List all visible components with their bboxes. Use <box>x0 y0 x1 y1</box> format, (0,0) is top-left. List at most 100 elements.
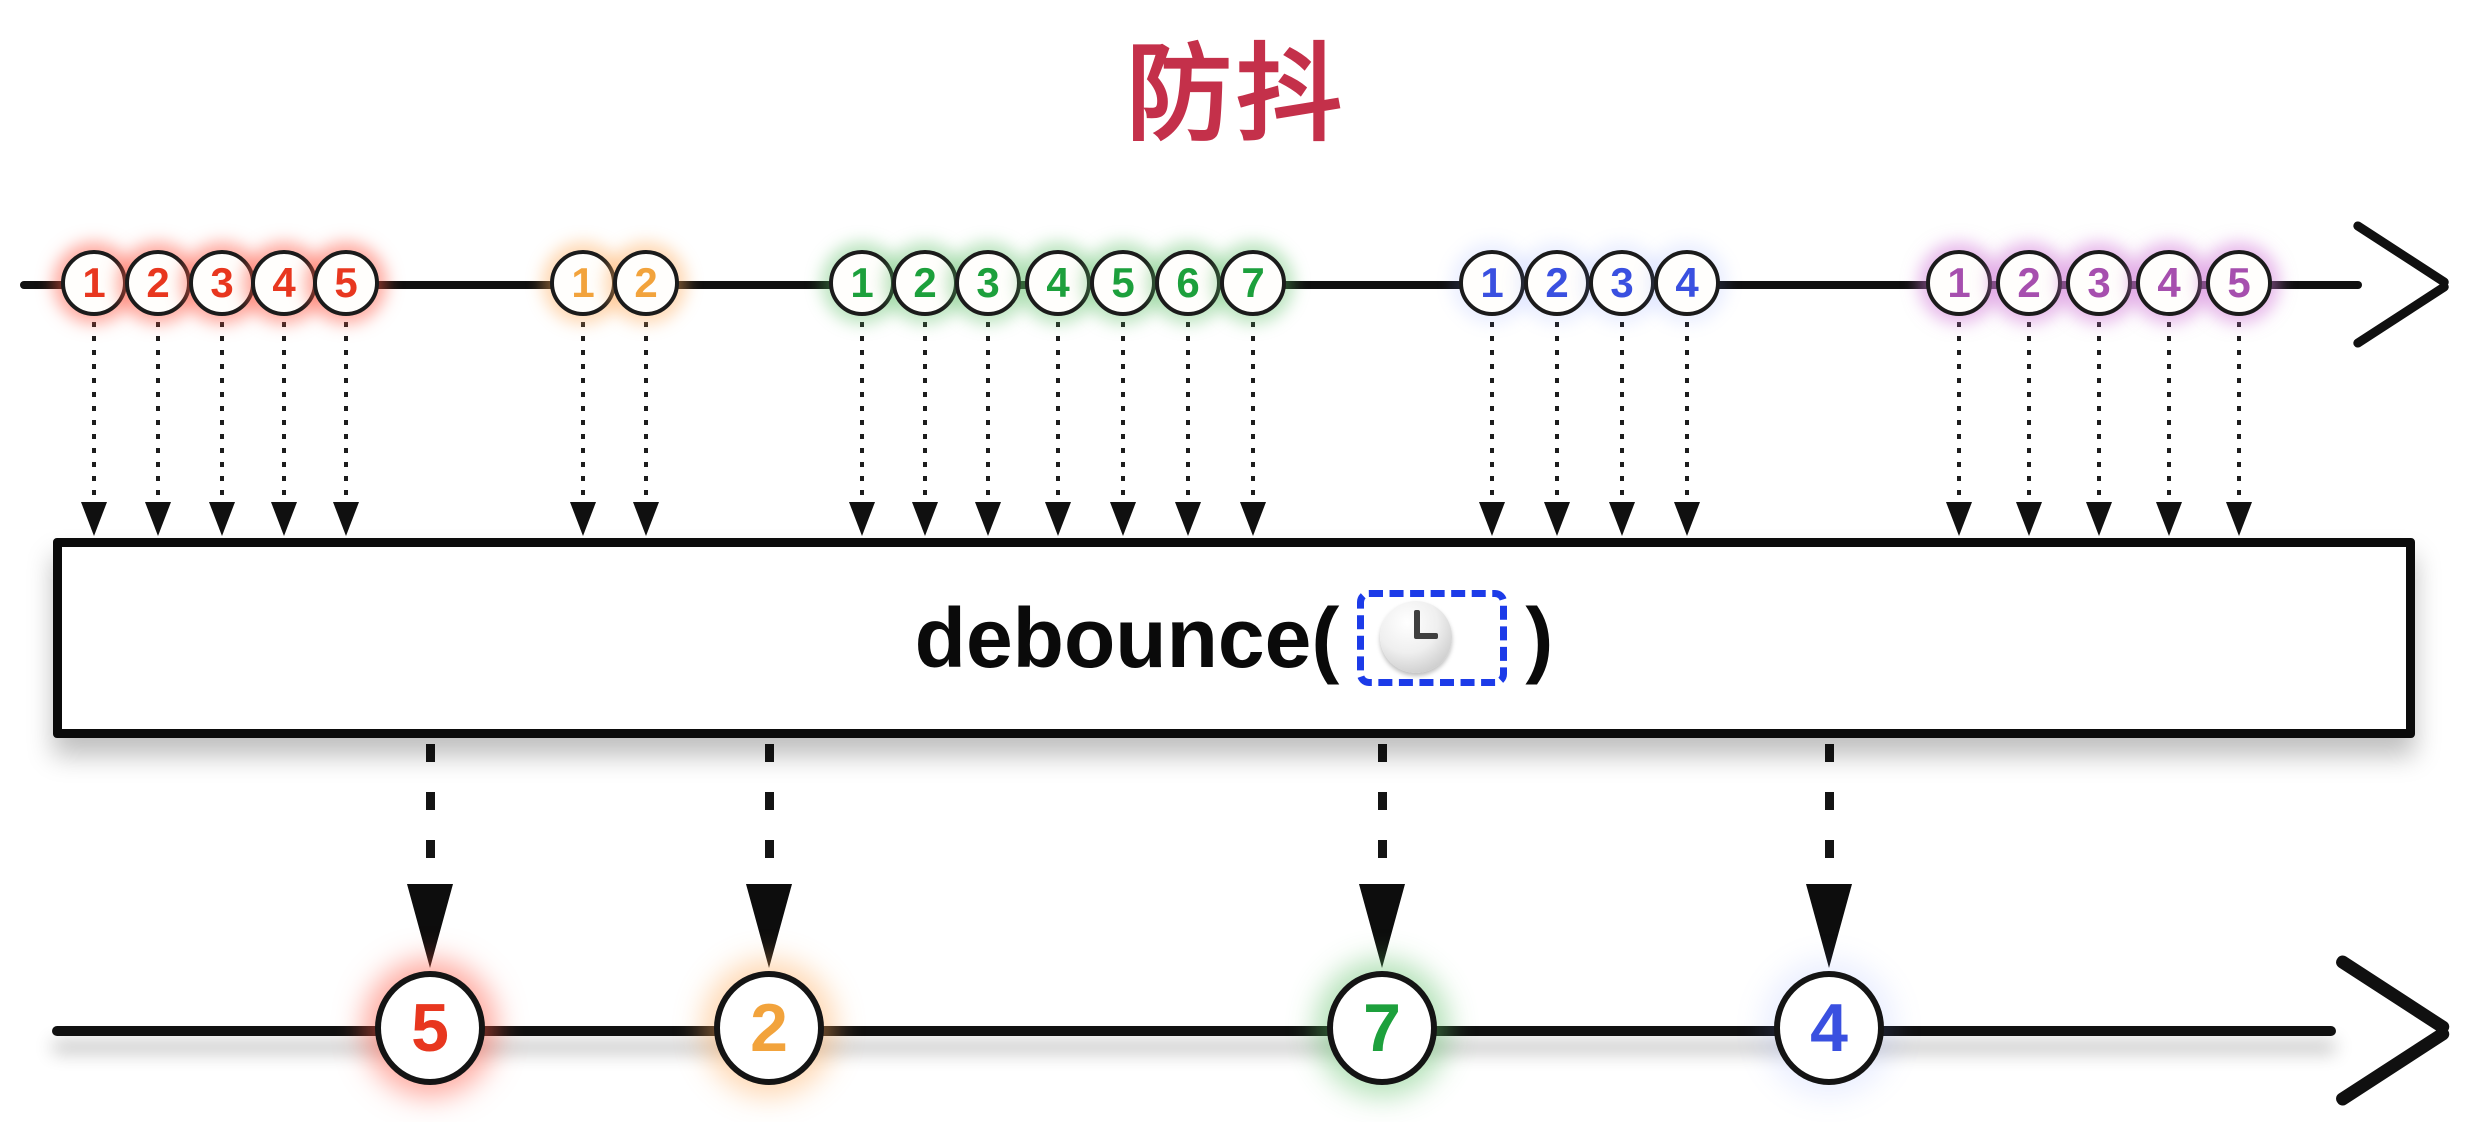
dotted-arrow-head <box>1479 502 1505 536</box>
dotted-arrow-head <box>633 502 659 536</box>
output-event-number: 2 <box>750 990 788 1066</box>
dashed-arrow-head <box>1359 884 1405 968</box>
input-event-number: 3 <box>2087 259 2111 306</box>
clock-hour-hand <box>1416 633 1439 639</box>
input-event-number: 1 <box>1480 259 1504 306</box>
input-event-marker: 3 <box>189 250 255 316</box>
output-timeline-line <box>52 1026 2336 1036</box>
input-event-number: 2 <box>146 259 170 306</box>
input-event-marker: 5 <box>2206 250 2272 316</box>
dashed-arrow-head <box>746 884 792 968</box>
input-event-number: 1 <box>571 259 595 306</box>
dotted-arrow-line <box>1957 322 1961 502</box>
clock-minute-hand <box>1414 610 1421 639</box>
input-event-marker: 4 <box>1025 250 1091 316</box>
input-event-marker: 3 <box>2066 250 2132 316</box>
input-event-marker: 3 <box>1589 250 1655 316</box>
dotted-arrow-line <box>581 322 585 502</box>
input-event-marker: 6 <box>1155 250 1221 316</box>
input-event-number: 4 <box>272 259 296 306</box>
input-event-number: 1 <box>1947 259 1971 306</box>
dotted-arrow-head <box>1544 502 1570 536</box>
output-event-marker: 4 <box>1774 971 1884 1085</box>
dashed-arrow-line <box>1825 744 1834 882</box>
dashed-arrow-head <box>407 884 453 968</box>
dotted-arrow-head <box>333 502 359 536</box>
input-timeline-arrowhead <box>2351 280 2451 350</box>
input-event-marker: 2 <box>125 250 191 316</box>
dotted-arrow-head <box>209 502 235 536</box>
dotted-arrow-head <box>145 502 171 536</box>
dotted-arrow-line <box>2027 322 2031 502</box>
input-event-marker: 1 <box>550 250 616 316</box>
dotted-arrow-line <box>2167 322 2171 502</box>
dashed-arrow-line <box>765 744 774 882</box>
input-event-marker: 1 <box>1459 250 1525 316</box>
input-event-number: 4 <box>2157 259 2181 306</box>
input-event-number: 5 <box>334 259 358 306</box>
input-event-number: 1 <box>82 259 106 306</box>
input-event-number: 4 <box>1046 259 1070 306</box>
dashed-arrow-head <box>1806 884 1852 968</box>
dotted-arrow-head <box>2156 502 2182 536</box>
dotted-arrow-head <box>1609 502 1635 536</box>
dotted-arrow-head <box>570 502 596 536</box>
input-event-marker: 2 <box>613 250 679 316</box>
input-event-marker: 4 <box>251 250 317 316</box>
dotted-arrow-head <box>1674 502 1700 536</box>
debounce-box: debounce( ) <box>53 538 2415 738</box>
dotted-arrow-head <box>2016 502 2042 536</box>
dotted-arrow-line <box>1620 322 1624 502</box>
dotted-arrow-head <box>1110 502 1136 536</box>
input-event-marker: 1 <box>1926 250 1992 316</box>
input-event-number: 6 <box>1176 259 1200 306</box>
input-event-marker: 4 <box>2136 250 2202 316</box>
dotted-arrow-head <box>2226 502 2252 536</box>
dotted-arrow-head <box>2086 502 2112 536</box>
wait-interval-placeholder <box>1357 590 1508 686</box>
dotted-arrow-head <box>1045 502 1071 536</box>
dotted-arrow-line <box>220 322 224 502</box>
dotted-arrow-line <box>282 322 286 502</box>
output-timeline-arrowhead <box>2333 953 2452 1036</box>
dotted-arrow-line <box>344 322 348 502</box>
input-event-marker: 1 <box>61 250 127 316</box>
input-event-marker: 3 <box>955 250 1021 316</box>
input-event-number: 3 <box>210 259 234 306</box>
output-event-number: 5 <box>411 990 449 1066</box>
output-event-number: 4 <box>1810 990 1848 1066</box>
dotted-arrow-line <box>92 322 96 502</box>
input-event-marker: 2 <box>1996 250 2062 316</box>
dotted-arrow-line <box>156 322 160 502</box>
dashed-arrow-line <box>426 744 435 882</box>
input-event-marker: 4 <box>1654 250 1720 316</box>
dotted-arrow-head <box>912 502 938 536</box>
clock-icon <box>1380 601 1453 673</box>
output-event-marker: 2 <box>714 971 824 1085</box>
input-event-number: 2 <box>634 259 658 306</box>
input-event-marker: 5 <box>1090 250 1156 316</box>
dotted-arrow-line <box>1490 322 1494 502</box>
dotted-arrow-line <box>923 322 927 502</box>
input-event-number: 1 <box>850 259 874 306</box>
input-event-number: 3 <box>976 259 1000 306</box>
dotted-arrow-head <box>271 502 297 536</box>
debounce-label: debounce( ) <box>915 590 1553 686</box>
dotted-arrow-line <box>1251 322 1255 502</box>
input-event-number: 2 <box>913 259 937 306</box>
dotted-arrow-line <box>1555 322 1559 502</box>
input-event-marker: 2 <box>1524 250 1590 316</box>
input-event-number: 5 <box>2227 259 2251 306</box>
dotted-arrow-head <box>81 502 107 536</box>
dashed-arrow-line <box>1378 744 1387 882</box>
input-event-number: 2 <box>1545 259 1569 306</box>
input-event-marker: 2 <box>892 250 958 316</box>
page-title: 防抖 <box>1126 36 1346 154</box>
input-event-number: 3 <box>1610 259 1634 306</box>
input-event-number: 7 <box>1241 259 1265 306</box>
dotted-arrow-line <box>1186 322 1190 502</box>
dotted-arrow-line <box>1121 322 1125 502</box>
dotted-arrow-line <box>644 322 648 502</box>
dotted-arrow-line <box>986 322 990 502</box>
